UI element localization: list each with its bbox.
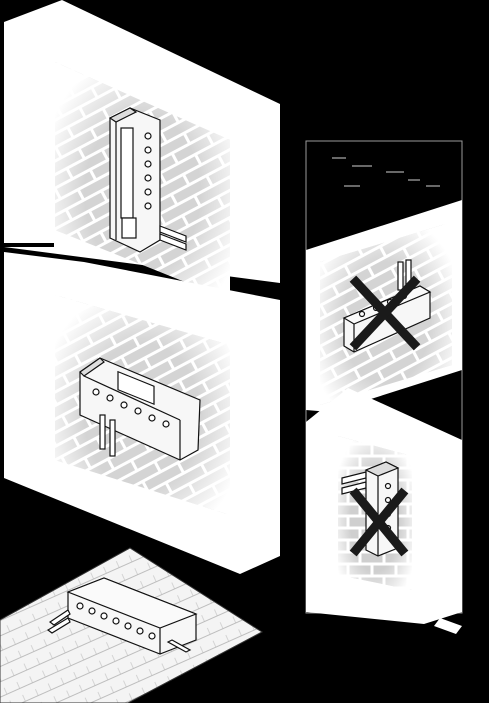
panel-floor-horizontal xyxy=(0,547,263,703)
not-allowed-frame xyxy=(305,140,463,634)
device-box-icon xyxy=(46,577,198,655)
panel-wall-vertical-ports-up xyxy=(306,388,462,624)
device-box-icon xyxy=(79,357,201,461)
panel-edge-mark xyxy=(434,618,462,634)
prohibited-cross-icon xyxy=(349,275,421,351)
device-box-icon xyxy=(108,107,187,253)
prohibited-cross-icon xyxy=(349,487,409,557)
panel-wall-horizontal xyxy=(4,252,280,574)
heading-marks xyxy=(332,157,440,187)
panel-wall-horizontal-ports-up xyxy=(306,200,462,412)
panel-wall-vertical xyxy=(4,0,280,300)
